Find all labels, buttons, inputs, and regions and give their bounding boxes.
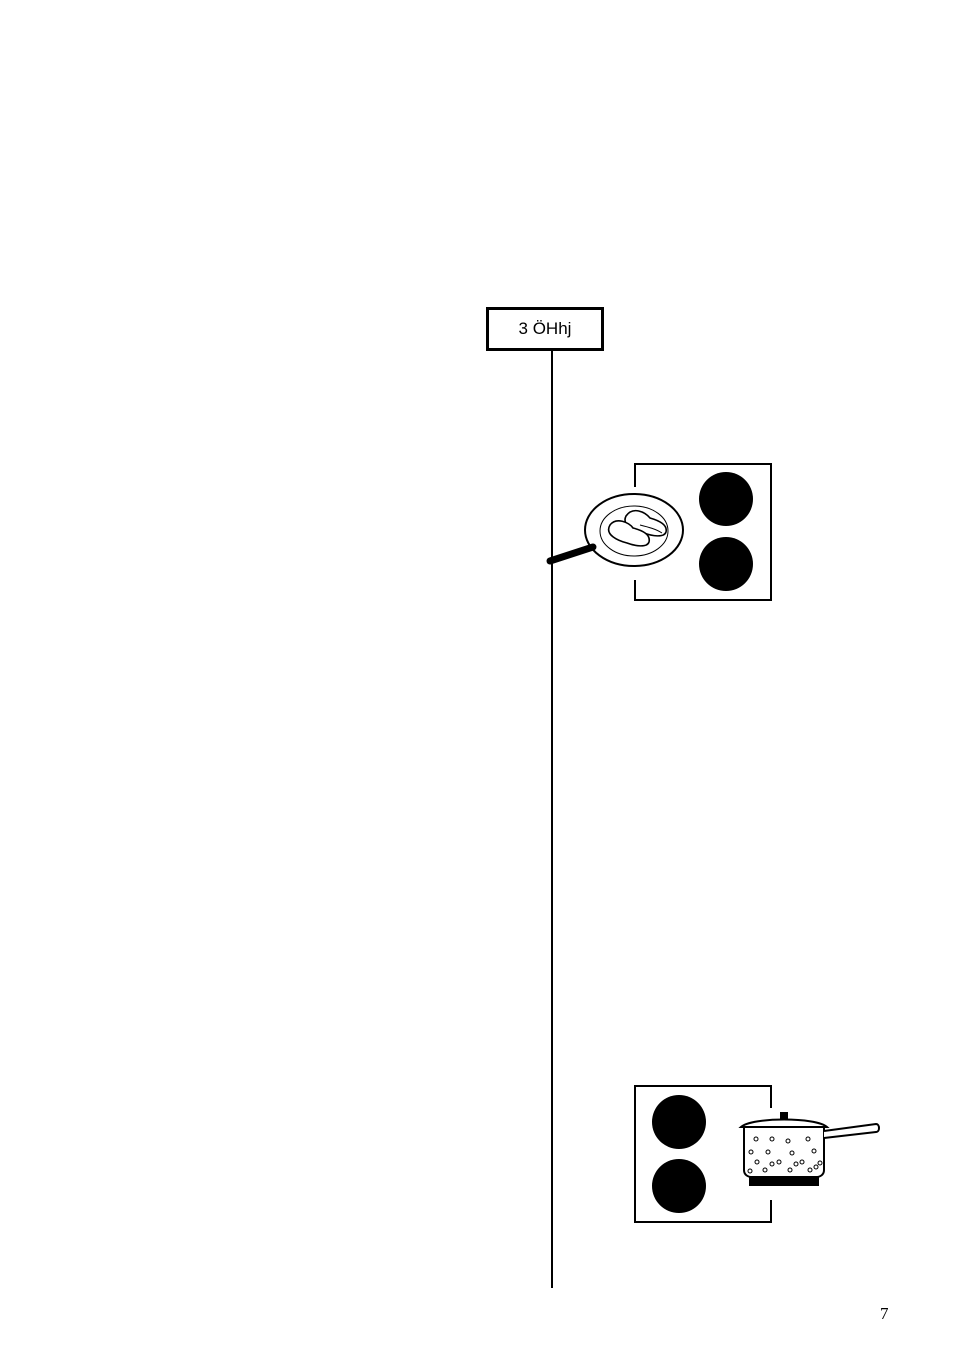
hob-outline-top bbox=[635, 464, 771, 600]
timeline-line bbox=[551, 348, 553, 1288]
cooking-zone-top-left bbox=[652, 1095, 706, 1149]
cooking-zone-bottom-right bbox=[699, 537, 753, 591]
saucepan-icon bbox=[741, 1112, 879, 1186]
hob-outline-bottom bbox=[635, 1086, 771, 1222]
frying-pan-icon bbox=[550, 494, 683, 566]
page-number: 7 bbox=[880, 1304, 889, 1324]
cooking-zone-bottom-left bbox=[652, 1159, 706, 1213]
section-label: 3 ÖHhj bbox=[486, 307, 604, 351]
section-label-text: 3 ÖHhj bbox=[519, 319, 572, 339]
cooking-zone-top-right bbox=[699, 472, 753, 526]
